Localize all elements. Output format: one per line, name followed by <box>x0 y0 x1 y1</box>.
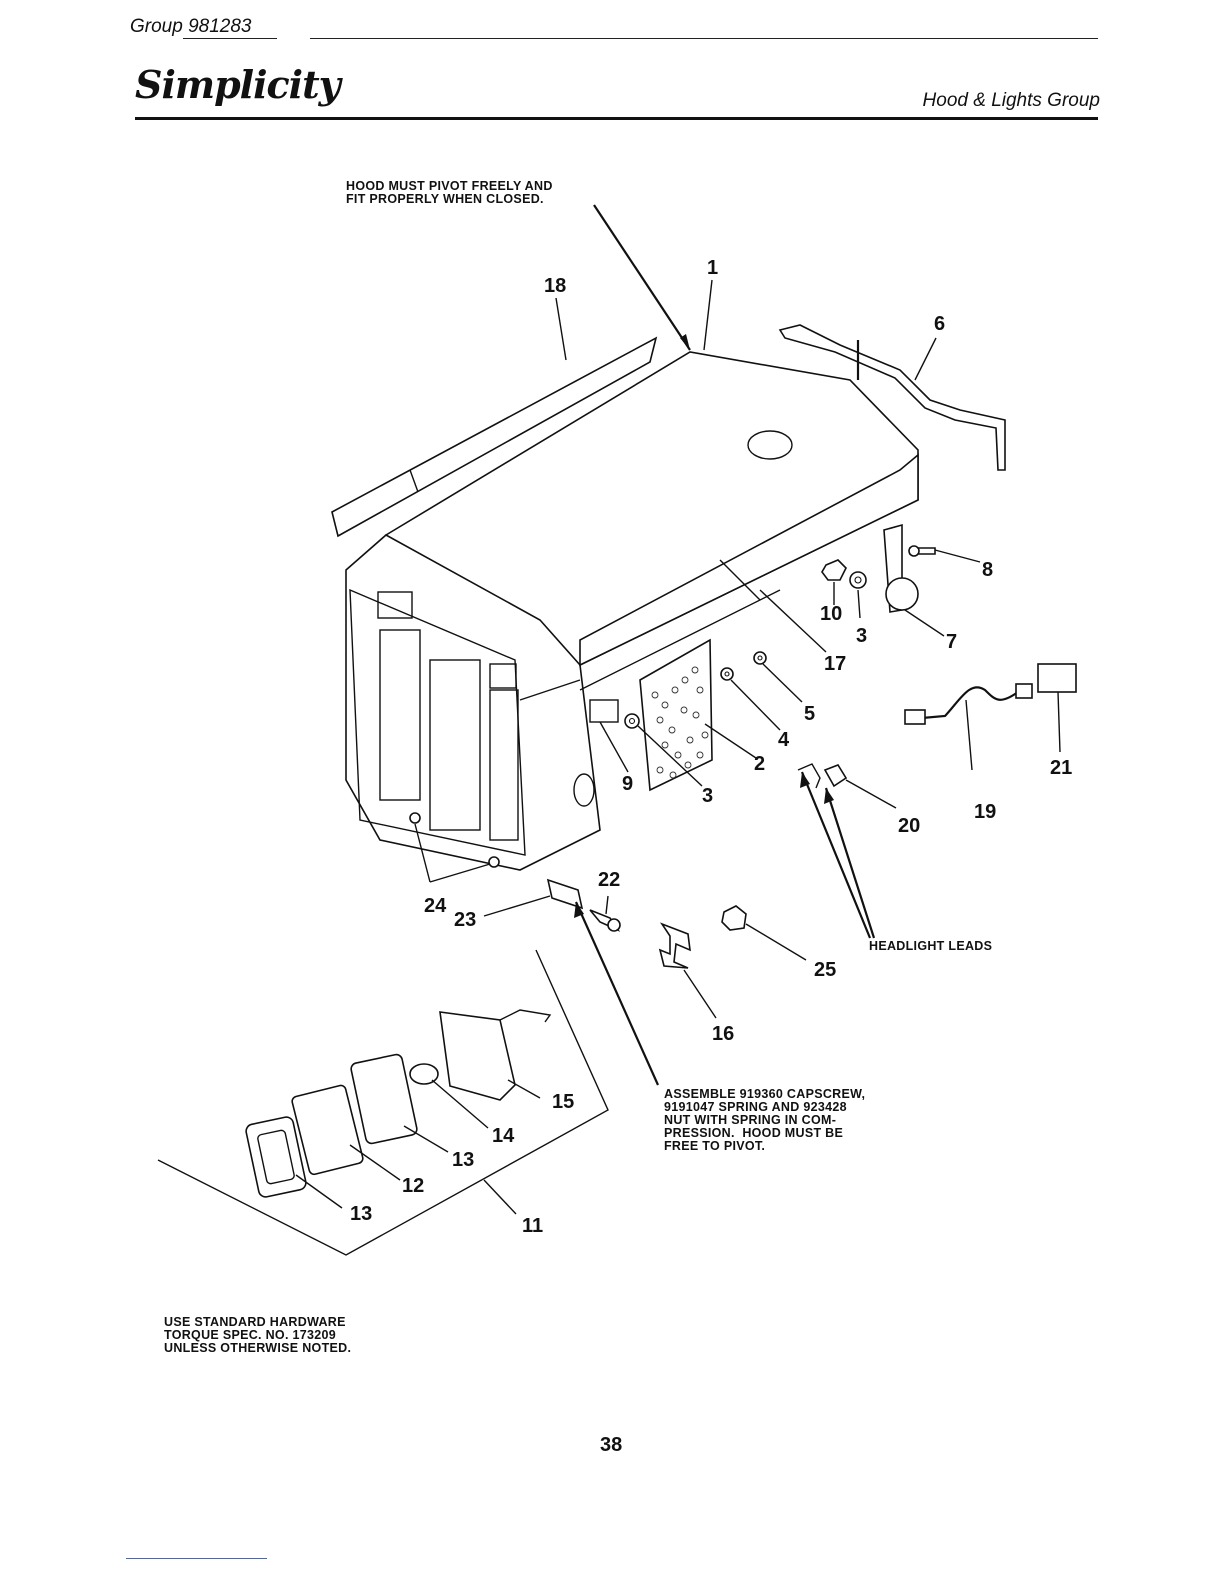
callout-25: 25 <box>814 959 836 981</box>
callout-13a: 13 <box>452 1149 474 1171</box>
bulb-14 <box>409 1063 439 1085</box>
spring-23 <box>546 878 584 910</box>
callout-12: 12 <box>402 1175 424 1197</box>
header-rule-thick <box>135 117 1098 120</box>
assemble-arrowhead <box>574 902 584 918</box>
lamp-gasket-13a <box>350 1053 418 1145</box>
note-standard-hardware: USE STANDARD HARDWARE TORQUE SPEC. NO. 1… <box>164 1315 352 1355</box>
wiring-harness <box>921 686 1019 720</box>
footer-rule <box>126 1558 267 1559</box>
callout-11: 11 <box>522 1215 543 1237</box>
callout-18: 18 <box>544 275 566 297</box>
callout-21: 21 <box>1050 757 1072 779</box>
lead-clip <box>823 764 848 788</box>
brand-logo: Simplicity <box>135 62 341 107</box>
leader-lines <box>295 279 1061 1215</box>
callout-13b: 13 <box>350 1203 372 1225</box>
fastener-24a <box>409 812 421 824</box>
note-headlight-leads: HEADLIGHT LEADS <box>869 939 993 953</box>
callout-7: 7 <box>946 631 957 653</box>
callout-14: 14 <box>492 1125 515 1147</box>
callout-4: 4 <box>778 729 790 751</box>
lamp-housing-15 <box>439 1011 516 1101</box>
headlight-assembly-boundary <box>157 949 609 1256</box>
callout-5: 5 <box>804 703 815 725</box>
callout-20: 20 <box>898 815 920 837</box>
handle-bar <box>778 324 1006 471</box>
side-strip <box>331 336 658 538</box>
leads-arrowhead-a <box>800 772 810 788</box>
header-rule-thin <box>310 38 1098 39</box>
callout-23: 23 <box>454 909 476 931</box>
fastener-24b <box>488 856 500 868</box>
note-hood-pivot: HOOD MUST PIVOT FREELY AND FIT PROPERLY … <box>346 179 553 206</box>
hood-note-leader <box>593 204 691 351</box>
bracket-disc <box>885 577 919 611</box>
nut-10 <box>821 559 847 581</box>
bracket-16 <box>658 922 691 969</box>
callout-10: 10 <box>820 603 842 625</box>
mesh-screen <box>639 638 713 792</box>
callout-2: 2 <box>754 753 765 775</box>
hood-note-arrowhead <box>680 334 690 350</box>
callout-9: 9 <box>622 773 633 795</box>
nut-25 <box>721 905 747 931</box>
harness-plug <box>904 709 926 725</box>
callout-16: 16 <box>712 1023 734 1045</box>
section-title: Hood & Lights Group <box>922 90 1100 111</box>
group-underline <box>183 38 277 39</box>
connector-21 <box>1037 663 1077 693</box>
lamp-gasket-13b <box>245 1116 307 1198</box>
callout-22: 22 <box>598 869 620 891</box>
callout-3a: 3 <box>856 625 867 647</box>
leads-arrow-a <box>800 771 872 939</box>
callout-3b: 3 <box>702 785 713 807</box>
page-number: 38 <box>600 1434 623 1456</box>
callout-17: 17 <box>824 653 846 675</box>
hood-body <box>345 351 919 871</box>
callout-15: 15 <box>552 1091 574 1113</box>
side-strip-edge <box>409 469 419 493</box>
callout-1: 1 <box>707 257 718 279</box>
group-label: Group 981283 <box>130 16 252 37</box>
callout-8: 8 <box>982 559 993 581</box>
callout-6: 6 <box>934 313 945 335</box>
callout-19: 19 <box>974 801 996 823</box>
leads-arrow-b <box>824 787 876 939</box>
lens-12 <box>291 1084 364 1176</box>
callout-24: 24 <box>424 895 447 917</box>
assemble-arrow <box>574 901 660 1086</box>
leads-arrowhead-b <box>824 788 834 804</box>
note-assemble: ASSEMBLE 919360 CAPSCREW, 9191047 SPRING… <box>664 1087 866 1153</box>
